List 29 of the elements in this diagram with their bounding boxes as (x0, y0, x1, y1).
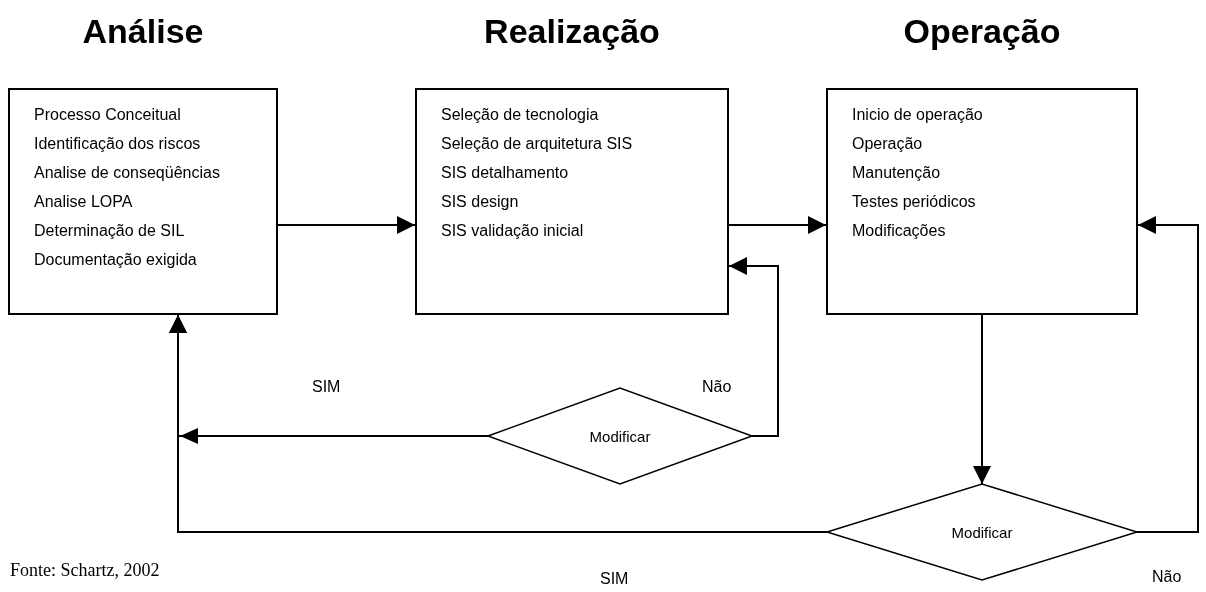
activity-text: Analise de conseqüências (34, 163, 221, 183)
activity-text: Modificações (852, 221, 947, 241)
activity-text: Testes periódicos (852, 192, 977, 212)
activity-text: SIS validação inicial (441, 221, 585, 241)
arrow (1136, 216, 1199, 533)
source-caption: Fonte: Schartz, 2002 (10, 560, 160, 581)
decision-text: Modificar (589, 427, 651, 445)
activity-text: Operação (852, 134, 924, 154)
arrow (728, 216, 827, 234)
arrow (277, 216, 416, 234)
arrow (973, 314, 991, 485)
phase-heading: Operação (902, 12, 1062, 51)
activity-text: SIS detalhamento (441, 163, 570, 183)
arrow (728, 257, 779, 437)
decision-text: Modificar (951, 523, 1013, 541)
decision-diamond (827, 484, 1137, 580)
activity-text: Determinação de SIL (34, 221, 186, 241)
phase-heading: Realização (483, 12, 661, 51)
activity-text: SIS design (441, 192, 520, 212)
activity-text: Analise LOPA (34, 192, 134, 212)
activity-text: Processo Conceitual (34, 105, 182, 125)
activity-text: Inicio de operação (852, 105, 984, 125)
phase-heading: Análise (81, 12, 205, 51)
activity-text: Documentação exigida (34, 250, 198, 270)
activity-text: Seleção de arquitetura SIS (441, 134, 634, 154)
activity-text: Identificação dos riscos (34, 134, 202, 154)
activity-text: Seleção de tecnologia (441, 105, 600, 125)
activity-text: Manutenção (852, 163, 942, 183)
arrow (169, 314, 828, 533)
